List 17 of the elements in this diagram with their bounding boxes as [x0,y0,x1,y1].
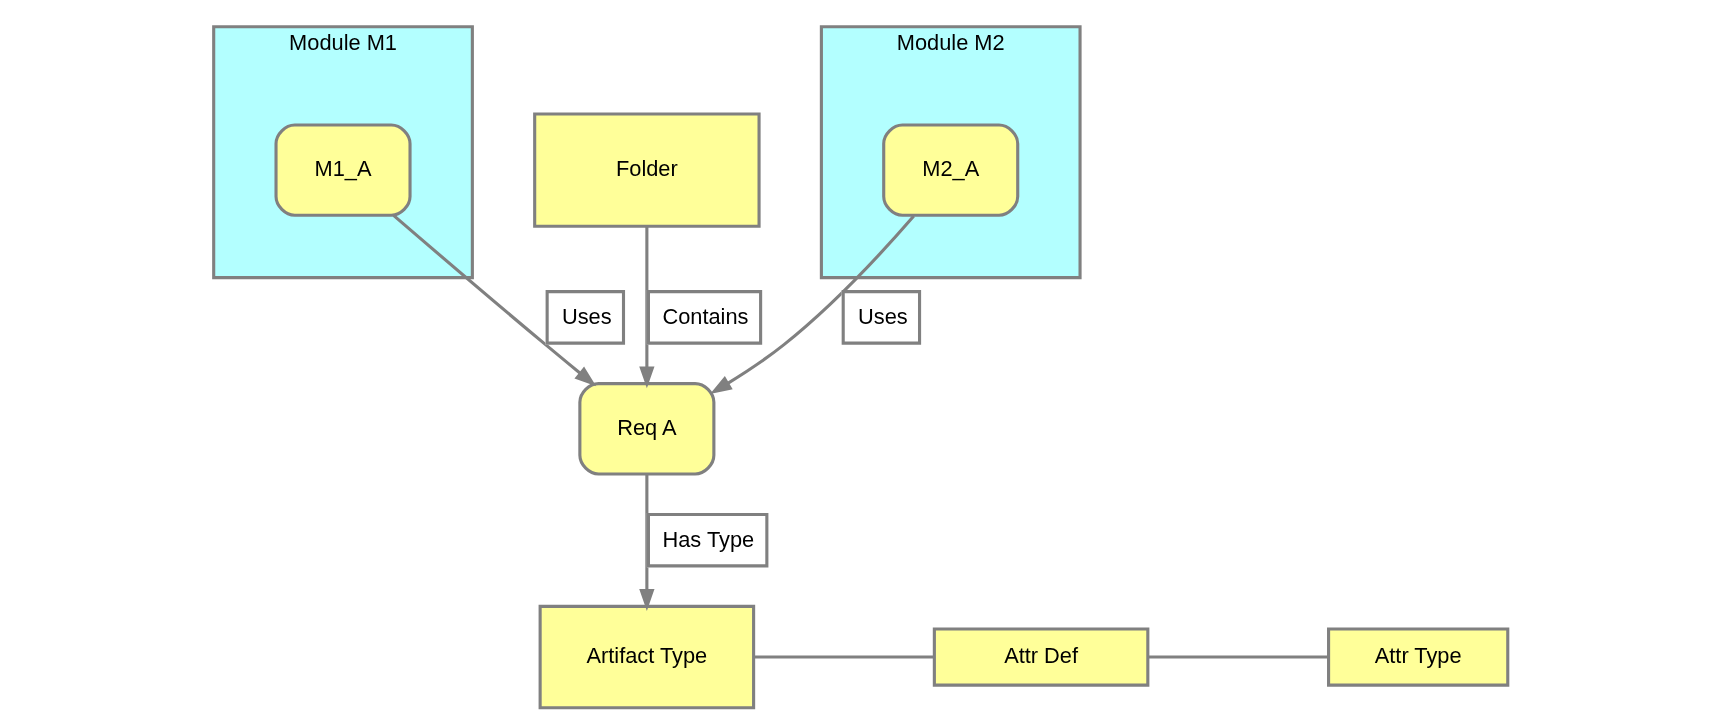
connector [753,655,934,659]
edge-label: Contains [662,303,749,329]
arrow [710,215,915,394]
arrow [392,214,597,387]
edge-label: Uses [561,303,612,329]
edge-label: Has Type [662,526,755,552]
node-box: Attr Type [1327,627,1510,687]
node-box: Artifact Type [538,604,756,710]
node-box: Attr Def [932,627,1150,687]
node-box: Req A [578,382,716,476]
connector [1147,655,1329,659]
node-box: M1_A [274,123,412,217]
node-box: Folder [533,112,761,228]
edge-label: Uses [858,303,908,329]
node-box: M2_A [882,123,1020,217]
arrow [639,474,655,611]
arrow [639,226,655,389]
